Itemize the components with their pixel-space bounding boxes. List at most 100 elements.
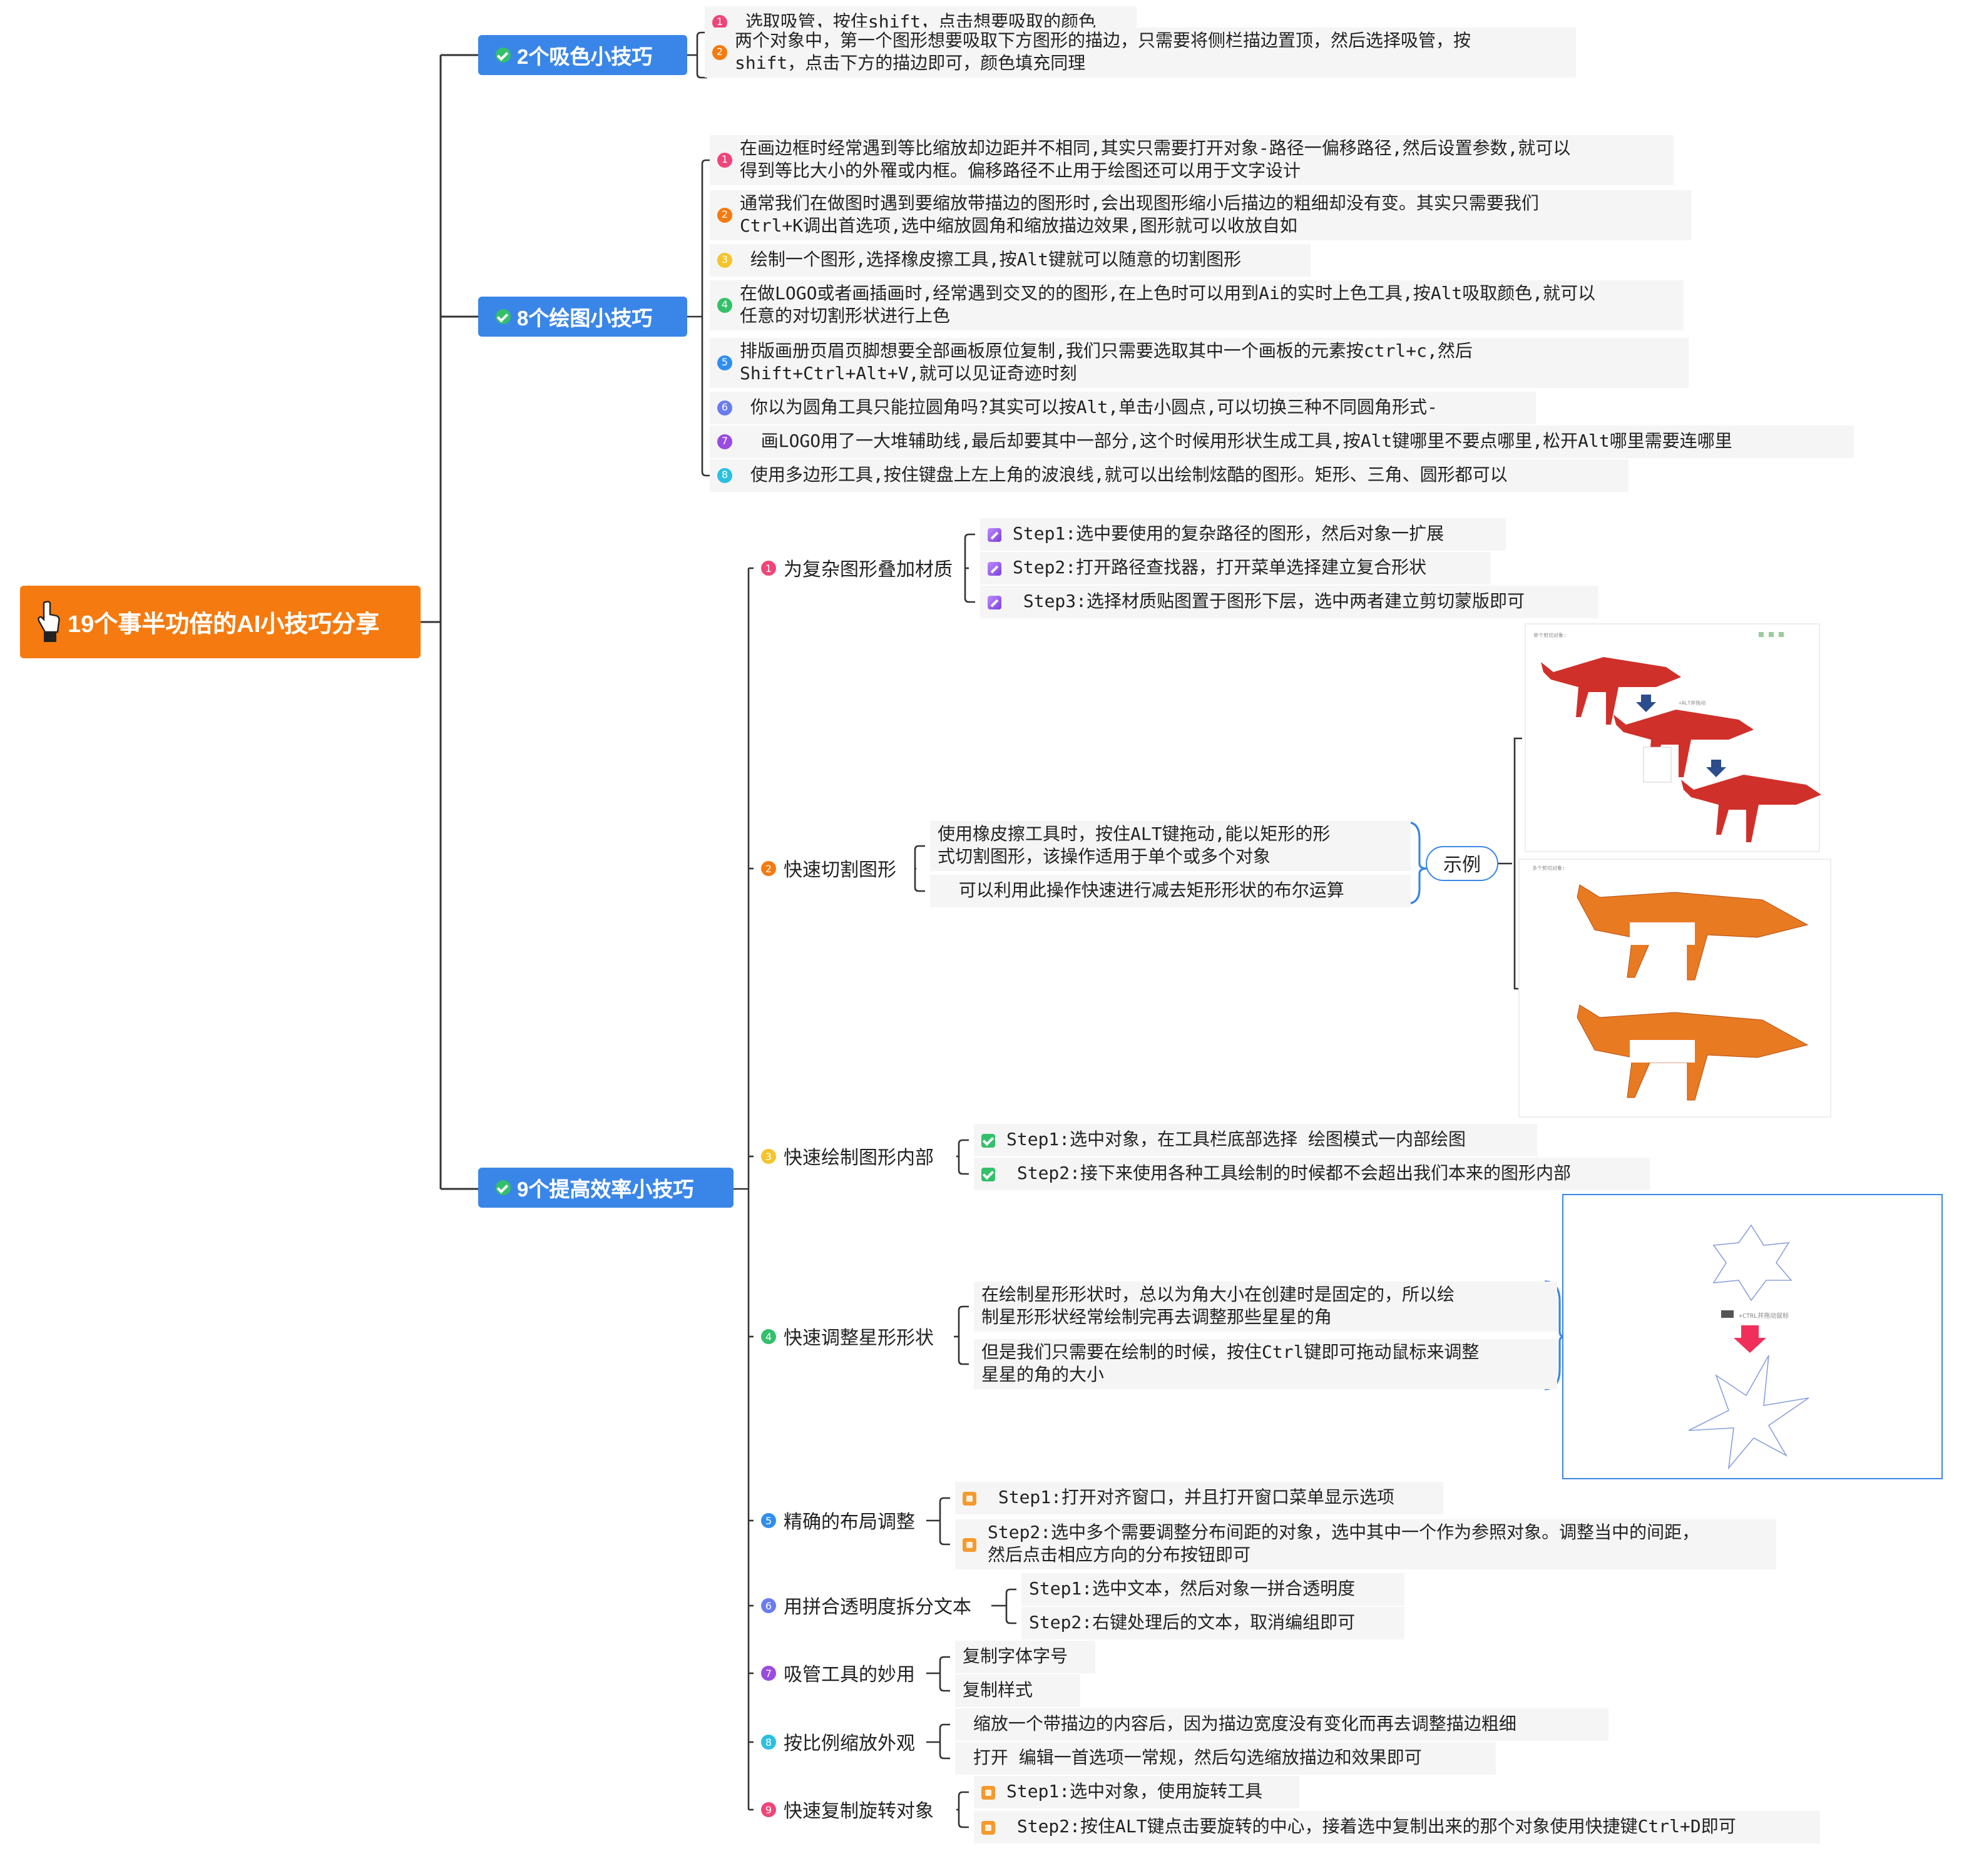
number-badge-icon: 6 (761, 1598, 776, 1613)
leaf-node[interactable]: Step1:选中对象，使用旋转工具 (974, 1776, 1299, 1808)
example-pill[interactable]: 示例 (1426, 846, 1498, 881)
fox-multi-cut-figure: 多个剪切对象: (1518, 859, 1831, 1118)
leaf-node[interactable]: Step3:选择材质贴图置于图形下层，选中两者建立剪切蒙版即可 (980, 586, 1598, 618)
leaf-text: 打开 编辑一首选项一常规，然后勾选缩放描边和效果即可 (963, 1748, 1422, 1768)
subtopic-node[interactable]: 6 用拼合透明度拆分文本 (754, 1592, 977, 1619)
leaf-node[interactable]: 复制样式 (955, 1675, 1080, 1707)
orange-box-icon (963, 1537, 976, 1551)
leaf-text: 在画边框时经常遇到等比缩放却边距并不相同,其实只需要打开对象-路径一偏移路径,然… (740, 139, 1571, 181)
leaf-node[interactable]: 2 两个对象中，第一个图形想要吸取下方图形的描边，只需要将侧栏描边置顶，然后选择吸… (705, 28, 1576, 78)
number-badge-icon: 1 (761, 561, 776, 576)
leaf-text: Step2:打开路径查找器，打开菜单选择建立复合形状 (1013, 558, 1427, 578)
subtopic-node[interactable]: 3 快速绘制图形内部 (754, 1143, 939, 1170)
number-badge-icon: 4 (761, 1329, 776, 1344)
branch-title: 9个提高效率小技巧 (517, 1179, 694, 1201)
leaf-node[interactable]: Step2:接下来使用各种工具绘制的时候都不会超出我们本来的图形内部 (974, 1158, 1650, 1190)
leaf-node[interactable]: Step1:选中要使用的复杂路径的图形，然后对象一扩展 (980, 518, 1506, 551)
leaf-text: 使用橡皮擦工具时，按住ALT键拖动,能以矩形的形 式切割图形，该操作适用于单个或… (938, 825, 1331, 867)
branch-title: 8个绘图小技巧 (517, 308, 653, 330)
number-badge-icon: 5 (761, 1513, 776, 1528)
pen-icon (988, 561, 1001, 575)
number-badge-icon: 9 (761, 1802, 776, 1817)
leaf-text: 复制字体字号 (963, 1647, 1068, 1667)
leaf-node[interactable]: 2 通常我们在做图时遇到要缩放带描边的图形时,会出现图形缩小后描边的粗细却没有变。… (710, 190, 1691, 240)
subtopic-title: 快速复制旋转对象 (784, 1800, 934, 1822)
leaf-node[interactable]: Step1:打开对齐窗口，并且打开窗口菜单显示选项 (955, 1482, 1443, 1514)
subtopic-title: 用拼合透明度拆分文本 (784, 1596, 972, 1618)
subtopic-node[interactable]: 9 快速复制旋转对象 (754, 1796, 939, 1823)
number-badge-icon: 3 (717, 253, 732, 268)
number-badge-icon: 8 (717, 468, 732, 483)
leaf-text: 在绘制星形形状时，总以为角大小在创建时是固定的，所以绘 制星形形状经常绘制完再去… (981, 1285, 1455, 1328)
subtopic-title: 快速调整星形形状 (784, 1327, 934, 1348)
leaf-node[interactable]: Step2:按住ALT键点击要旋转的中心，接着选中复制出来的那个对象使用快捷键C… (974, 1811, 1820, 1843)
leaf-text: 两个对象中，第一个图形想要吸取下方图形的描边，只需要将侧栏描边置顶，然后选择吸管… (735, 31, 1471, 74)
leaf-text: 可以利用此操作快速进行减去矩形形状的布尔运算 (938, 881, 1344, 901)
leaf-text: Step1:打开对齐窗口，并且打开窗口菜单显示选项 (988, 1488, 1394, 1508)
leaf-node[interactable]: 7 画LOGO用了一大堆辅助线,最后却要其中一部分,这个时候用形状生成工具,按A… (710, 426, 1854, 458)
branch-efficiency-tips[interactable]: 9个提高效率小技巧 (478, 1168, 734, 1208)
leaf-node[interactable]: Step1:选中对象，在工具栏底部选择 绘图模式一内部绘图 (974, 1124, 1537, 1156)
number-badge-icon: 2 (712, 45, 727, 60)
leaf-node[interactable]: Step1:选中文本，然后对象一拼合透明度 (1021, 1573, 1404, 1606)
leaf-node[interactable]: 复制字体字号 (955, 1641, 1095, 1673)
leaf-text: Step2:接下来使用各种工具绘制的时候都不会超出我们本来的图形内部 (1006, 1164, 1571, 1184)
branch-color-tips[interactable]: 2个吸色小技巧 (478, 35, 687, 75)
leaf-node[interactable]: Step2:打开路径查找器，打开菜单选择建立复合形状 (980, 552, 1491, 584)
number-badge-icon: 7 (761, 1666, 776, 1681)
leaf-text: 但是我们只需要在绘制的时候，按住Ctrl键即可拖动鼠标来调整 星星的角的大小 (981, 1343, 1480, 1385)
leaf-node[interactable]: Step2:右键处理后的文本，取消编组即可 (1021, 1607, 1404, 1639)
leaf-node[interactable]: 3 绘制一个图形,选择橡皮擦工具,按Alt键就可以随意的切割图形 (710, 244, 1311, 277)
root-title: 19个事半功倍的AI小技巧分享 (68, 611, 380, 638)
leaf-node[interactable]: 可以利用此操作快速进行减去矩形形状的布尔运算 (930, 875, 1411, 907)
subtopic-node[interactable]: 4 快速调整星形形状 (754, 1323, 939, 1350)
leaf-node[interactable]: 使用橡皮擦工具时，按住ALT键拖动,能以矩形的形 式切割图形，该操作适用于单个或… (930, 821, 1411, 871)
root-topic[interactable]: 19个事半功倍的AI小技巧分享 (20, 586, 421, 658)
leaf-text: Step1:选中文本，然后对象一拼合透明度 (1029, 1579, 1356, 1599)
leaf-node[interactable]: 在绘制星形形状时，总以为角大小在创建时是固定的，所以绘 制星形形状经常绘制完再去… (974, 1282, 1557, 1332)
subtopic-node[interactable]: 1 为复杂图形叠加材质 (754, 554, 958, 582)
subtopic-title: 快速绘制图形内部 (784, 1147, 934, 1168)
number-badge-icon: 4 (717, 298, 732, 313)
figure-label: 单个剪切对象: (1533, 632, 1567, 638)
leaf-node[interactable]: 6 你以为圆角工具只能拉圆角吗?其实可以按Alt,单击小圆点,可以切换三种不同圆… (710, 392, 1536, 424)
leaf-text: 排版画册页眉页脚想要全部画板原位复制,我们只需要选取其中一个画板的元素按ctrl… (740, 342, 1473, 384)
number-badge-icon: 1 (717, 153, 732, 168)
pen-icon (988, 528, 1001, 541)
branch-title: 2个吸色小技巧 (517, 46, 653, 69)
leaf-node[interactable]: 1 在画边框时经常遇到等比缩放却边距并不相同,其实只需要打开对象-路径一偏移路径,… (710, 135, 1674, 185)
leaf-text: Step2:按住ALT键点击要旋转的中心，接着选中复制出来的那个对象使用快捷键C… (1006, 1817, 1736, 1837)
figure-label: 多个剪切对象: (1532, 865, 1565, 871)
leaf-node[interactable]: 但是我们只需要在绘制的时候，按住Ctrl键即可拖动鼠标来调整 星星的角的大小 (974, 1339, 1557, 1389)
branch-drawing-tips[interactable]: 8个绘图小技巧 (478, 297, 687, 337)
leaf-node[interactable]: 8 使用多边形工具,按住键盘上左上角的波浪线,就可以出绘制炫酷的图形。矩形、三角… (710, 459, 1629, 492)
leaf-text: 缩放一个带描边的内容后，因为描边宽度没有变化而再去调整描边粗细 (963, 1715, 1516, 1735)
leaf-text: 在做LOGO或者画插画时,经常遇到交叉的的图形,在上色时可以用到Ai的实时上色工… (740, 284, 1596, 327)
leaf-node[interactable]: 打开 编辑一首选项一常规，然后勾选缩放描边和效果即可 (955, 1742, 1496, 1775)
subtopic-title: 为复杂图形叠加材质 (784, 559, 953, 580)
check-icon (496, 309, 511, 324)
leaf-node[interactable]: 4 在做LOGO或者画插画时,经常遇到交叉的的图形,在上色时可以用到Ai的实时上色… (710, 280, 1684, 330)
number-badge-icon: 6 (717, 400, 732, 415)
star-adjust-figure: +CTRL并拖动鼠标 (1562, 1194, 1943, 1479)
leaf-text: Step2:选中多个需要调整分布间距的对象，选中其中一个作为参照对象。调整当中的… (988, 1523, 1700, 1566)
number-badge-icon: 2 (717, 208, 732, 223)
number-badge-icon: 3 (761, 1149, 776, 1164)
leaf-text: 绘制一个图形,选择橡皮擦工具,按Alt键就可以随意的切割图形 (740, 250, 1242, 270)
subtopic-title: 按比例缩放外观 (784, 1733, 916, 1754)
figure-hint: +CTRL并拖动鼠标 (1739, 1313, 1789, 1320)
number-badge-icon: 7 (717, 434, 732, 449)
leaf-text: Step2:右键处理后的文本，取消编组即可 (1029, 1613, 1356, 1633)
leaf-text: 画LOGO用了一大堆辅助线,最后却要其中一部分,这个时候用形状生成工具,按Alt… (740, 432, 1732, 452)
leaf-node[interactable]: Step2:选中多个需要调整分布间距的对象，选中其中一个作为参照对象。调整当中的… (955, 1519, 1776, 1569)
orange-box-icon (981, 1785, 995, 1799)
leaf-text: 通常我们在做图时遇到要缩放带描边的图形时,会出现图形缩小后描边的粗细却没有变。其… (740, 194, 1539, 237)
leaf-node[interactable]: 缩放一个带描边的内容后，因为描边宽度没有变化而再去调整描边粗细 (955, 1708, 1608, 1741)
check-icon (981, 1133, 995, 1147)
